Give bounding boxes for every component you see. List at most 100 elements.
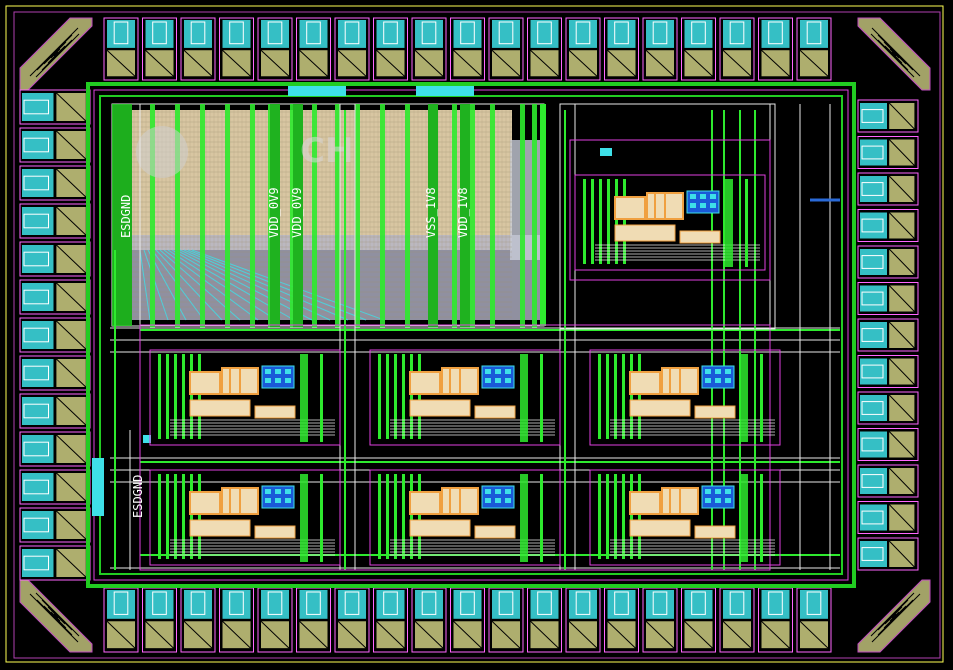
device-orange-c	[629, 399, 691, 417]
device-contact	[275, 369, 281, 374]
pad-hatch	[56, 472, 87, 502]
io-pad-icon	[719, 587, 755, 653]
cell-strap	[614, 354, 617, 439]
label-strap	[270, 104, 280, 328]
pad-hatch	[106, 620, 136, 649]
cell-strap	[158, 354, 161, 439]
io-pad-icon	[719, 17, 755, 81]
pad-via-box	[23, 175, 49, 191]
pad-hatch	[607, 49, 636, 77]
pad-via-box	[344, 591, 360, 615]
io-pad-icon	[19, 507, 91, 543]
core-block: CH	[111, 103, 546, 328]
vertical-strap	[150, 104, 155, 328]
pad-frame	[527, 17, 562, 81]
pad-via-box	[23, 251, 49, 267]
vertical-strap	[470, 104, 475, 328]
vertical-strap	[405, 104, 410, 328]
pad-via-box	[23, 213, 49, 229]
label-strap	[460, 104, 470, 328]
device-contact	[725, 498, 731, 503]
transistor-array-icon	[589, 469, 781, 566]
corner-hatch	[883, 605, 907, 629]
power-ring-outer	[86, 82, 856, 588]
cell-rail	[300, 474, 308, 562]
cyan-streak	[155, 249, 223, 321]
corner-hatch	[884, 45, 903, 64]
io-pad-icon	[488, 17, 524, 81]
corner-hatch	[889, 48, 900, 59]
device-contact	[275, 378, 281, 383]
pad-via-box	[861, 474, 884, 488]
corner-hatch	[43, 605, 67, 629]
cell-rail-thin	[760, 354, 763, 442]
pad-via-box	[861, 218, 884, 233]
pad-via-box	[861, 255, 884, 269]
pad-hatch	[56, 548, 87, 578]
pad-hatch	[761, 620, 790, 649]
label-vdd-1v8: VDD_1V8	[456, 187, 470, 238]
pad-frame	[857, 172, 919, 206]
pad-via-box	[460, 591, 475, 615]
pad-hatch	[145, 620, 174, 649]
corner-hatch	[891, 51, 897, 57]
pad-via-box	[229, 591, 244, 615]
corner-hatch	[36, 34, 73, 71]
cell-strap	[638, 474, 641, 559]
device-contact	[725, 369, 731, 374]
corner-hatch	[36, 599, 73, 636]
corner-hatch	[29, 27, 79, 77]
corner-hatch	[53, 613, 59, 619]
device-contact	[705, 489, 711, 494]
pad-hatch	[56, 434, 87, 464]
device-contact	[485, 378, 491, 383]
pad-hatch	[888, 139, 915, 166]
pad-via-box	[344, 21, 360, 45]
corner-hatch	[877, 599, 914, 636]
cell-strap	[410, 474, 413, 559]
device-orange-a	[189, 491, 221, 515]
device-orange-c	[409, 399, 471, 417]
pad-hatch	[684, 49, 713, 77]
io-pad-icon	[857, 282, 919, 315]
io-pad-icon	[411, 17, 447, 81]
pad-hatch	[337, 620, 367, 649]
pad-hatch	[722, 620, 752, 649]
pad-hatch	[56, 206, 87, 236]
pad-via-box	[113, 591, 129, 615]
io-pad-icon	[19, 355, 91, 391]
pad-frame	[857, 537, 919, 571]
cell-rail	[740, 474, 748, 562]
cell-strap	[418, 354, 421, 439]
chip-boundary	[5, 5, 944, 663]
device-orange-c	[614, 224, 676, 242]
cell-strap	[622, 354, 625, 439]
cell-frame	[574, 174, 766, 271]
io-pad-icon	[19, 545, 91, 581]
io-pad-icon	[142, 17, 177, 81]
io-pad-icon	[527, 587, 562, 653]
pad-via-box	[460, 21, 475, 45]
io-pad-icon	[450, 587, 485, 653]
io-pad-icon	[19, 203, 91, 239]
pad-hatch	[888, 102, 915, 130]
pad-hatch	[888, 321, 915, 349]
pad-via-box	[861, 401, 884, 415]
cell-rail	[740, 354, 748, 442]
cell-strap	[402, 354, 405, 439]
io-pad-icon	[796, 587, 832, 653]
device-contact	[700, 203, 706, 208]
corner-hatch	[50, 48, 61, 59]
upper-right-inner	[569, 139, 771, 281]
transistor-array-icon	[149, 349, 341, 446]
pad-hatch	[799, 49, 829, 77]
device-orange-a	[189, 371, 221, 395]
vertical-strap	[200, 104, 205, 328]
pad-hatch	[299, 49, 328, 77]
pad-via-box	[498, 591, 514, 615]
pad-hatch	[145, 49, 174, 77]
device-contact	[715, 489, 721, 494]
device-contact	[285, 369, 291, 374]
label-vss-1v8: VSS_1V8	[424, 187, 438, 238]
pad-via-box	[861, 437, 884, 452]
